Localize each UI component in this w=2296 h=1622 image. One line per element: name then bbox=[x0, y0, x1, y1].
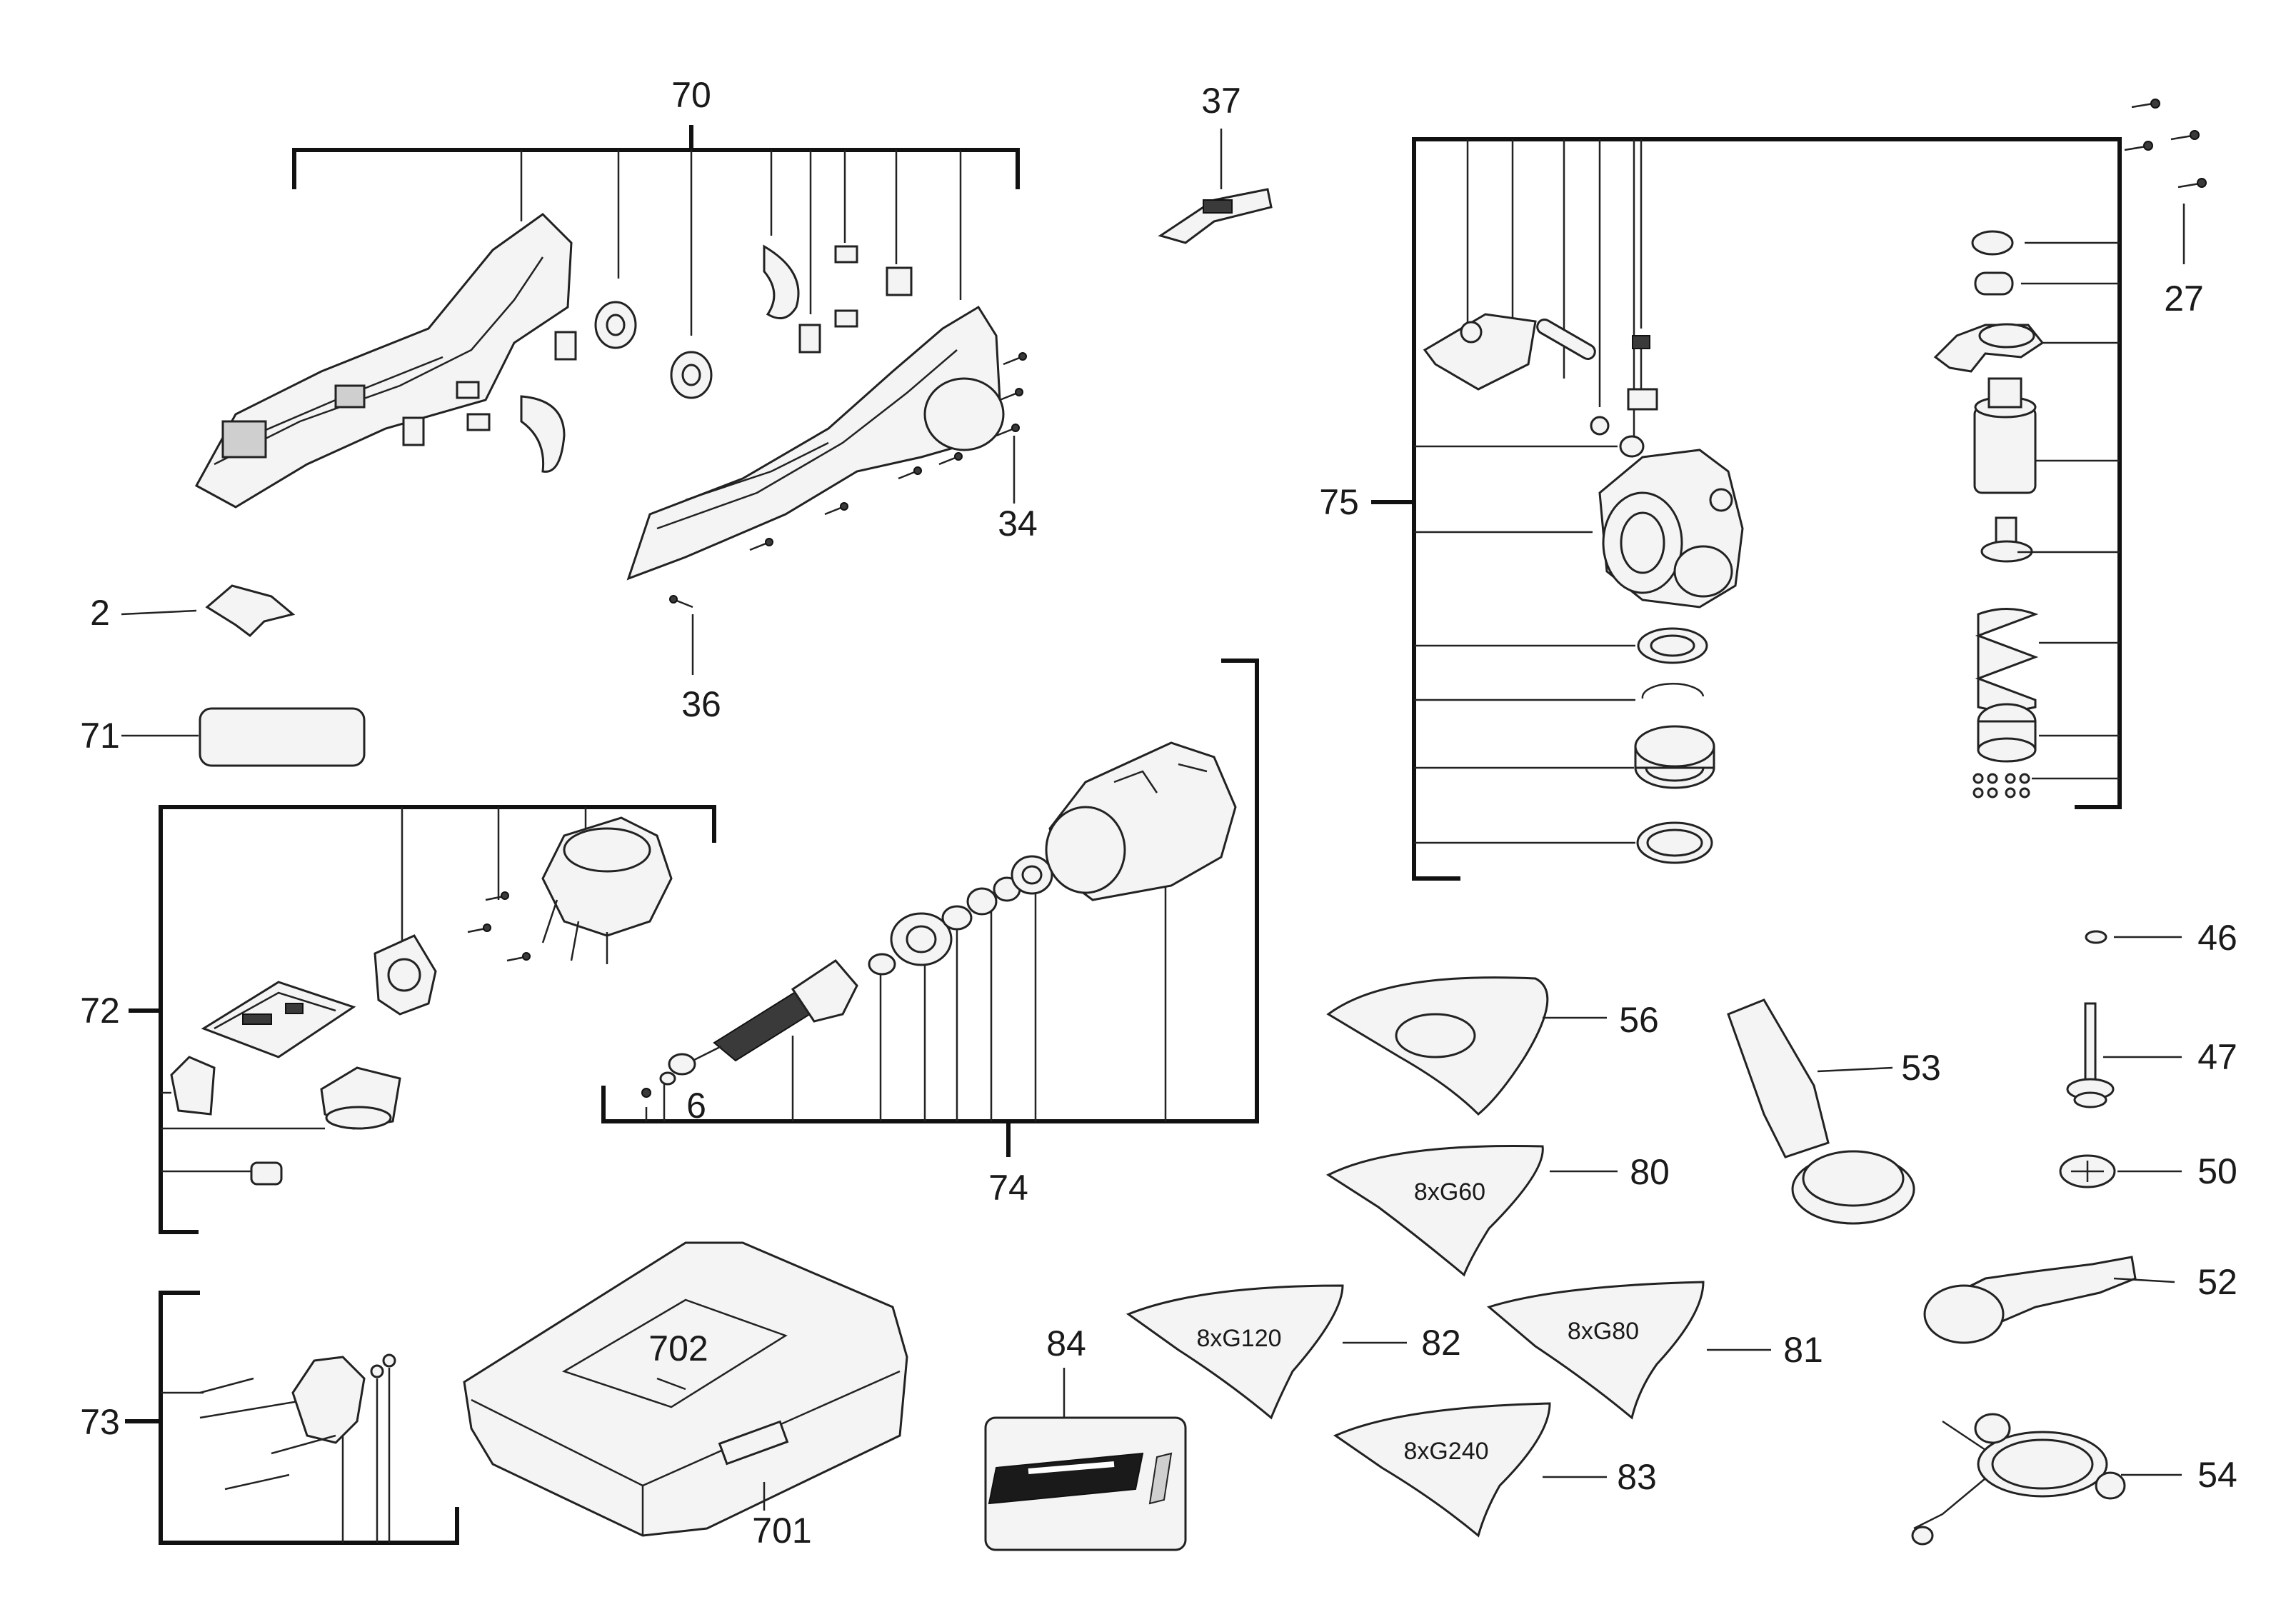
label-72: 72 bbox=[80, 991, 120, 1031]
side-handle-bracket bbox=[291, 1356, 366, 1444]
grit-label-g60: 8xG60 bbox=[1414, 1178, 1485, 1206]
left-housing-half bbox=[194, 213, 573, 509]
right-housing-half bbox=[626, 305, 1001, 581]
accessories bbox=[125, 930, 2182, 1551]
curved-damper bbox=[520, 395, 566, 473]
label-71: 71 bbox=[80, 716, 120, 756]
pcb-board bbox=[201, 981, 356, 1058]
label-73: 73 bbox=[80, 1402, 120, 1442]
electronic-switch bbox=[170, 1056, 216, 1116]
sanding-sheet-83 bbox=[1333, 1402, 1551, 1538]
electronics-group-72 bbox=[129, 805, 716, 1234]
grit-label-g240: 8xG240 bbox=[1403, 1438, 1488, 1465]
clamp-bolt-47 bbox=[2084, 1002, 2097, 1083]
housing-group-70 bbox=[121, 125, 1273, 767]
label-80: 80 bbox=[1630, 1152, 1670, 1192]
sanding-sheet-81 bbox=[1486, 1281, 1705, 1420]
label-701: 701 bbox=[752, 1511, 811, 1551]
label-2: 2 bbox=[90, 593, 110, 633]
armature-group-74 bbox=[601, 659, 1259, 1157]
sanding-sheet-82 bbox=[1126, 1284, 1344, 1420]
gearhead-group-75 bbox=[1371, 99, 2207, 881]
label-84: 84 bbox=[1046, 1323, 1086, 1363]
label-53: 53 bbox=[1901, 1048, 1941, 1088]
label-83: 83 bbox=[1617, 1457, 1657, 1497]
label-50: 50 bbox=[2197, 1151, 2237, 1191]
grit-label-g120: 8xG120 bbox=[1196, 1325, 1281, 1352]
lever bbox=[1423, 313, 1537, 391]
part-labels: 70 37 27 34 2 36 71 75 72 6 74 46 56 53 … bbox=[80, 75, 2237, 1551]
screws-27 bbox=[2124, 99, 2207, 189]
label-54: 54 bbox=[2197, 1455, 2237, 1495]
label-36: 36 bbox=[681, 684, 721, 724]
label-81: 81 bbox=[1783, 1330, 1823, 1370]
curved-damper bbox=[763, 244, 800, 320]
label-70: 70 bbox=[671, 75, 711, 115]
label-46: 46 bbox=[2197, 918, 2237, 958]
label-702: 702 bbox=[648, 1328, 708, 1368]
clip-2 bbox=[205, 584, 296, 637]
label-74: 74 bbox=[988, 1168, 1028, 1208]
spacer bbox=[250, 1161, 283, 1186]
label-47: 47 bbox=[2197, 1037, 2237, 1077]
label-82: 82 bbox=[1421, 1323, 1461, 1363]
grit-labels: 8xG60 8xG120 8xG80 8xG240 bbox=[1196, 1178, 1639, 1465]
label-37: 37 bbox=[1201, 81, 1241, 121]
grit-label-g80: 8xG80 bbox=[1568, 1318, 1639, 1345]
screws bbox=[669, 352, 1027, 609]
washer-46 bbox=[2085, 930, 2107, 944]
label-6: 6 bbox=[686, 1086, 706, 1126]
label-75: 75 bbox=[1319, 482, 1359, 522]
dust-extractor-53 bbox=[1727, 998, 1830, 1158]
label-27: 27 bbox=[2164, 279, 2204, 319]
label-56: 56 bbox=[1619, 1000, 1659, 1040]
spring bbox=[1975, 608, 2039, 712]
rating-label-71 bbox=[199, 707, 366, 767]
switch-37 bbox=[1158, 188, 1273, 244]
sanding-sheet-80 bbox=[1325, 1145, 1544, 1277]
label-52: 52 bbox=[2197, 1262, 2237, 1302]
label-34: 34 bbox=[998, 504, 1038, 544]
